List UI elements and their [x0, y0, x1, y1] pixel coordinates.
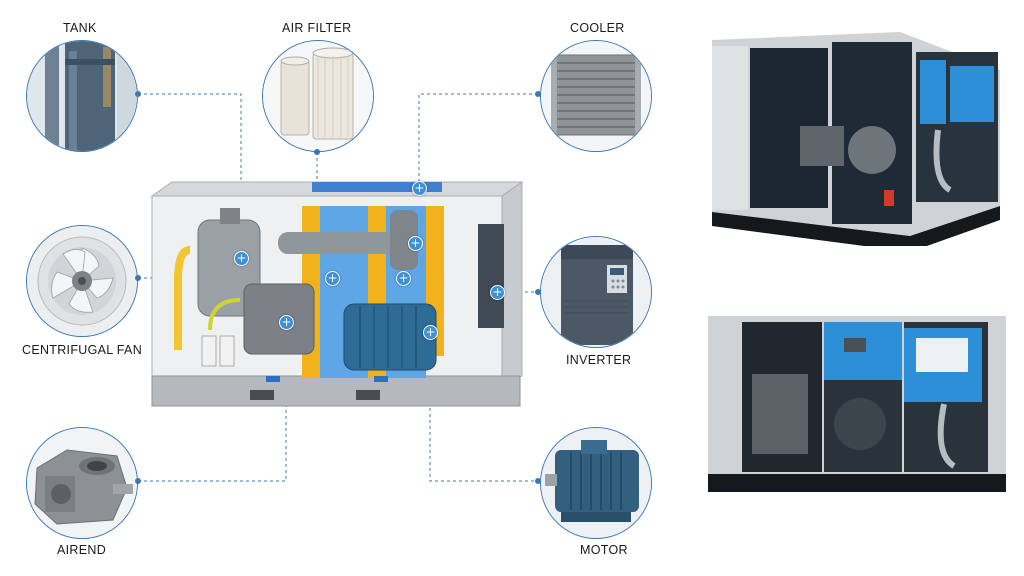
- motor-thumbnail[interactable]: [540, 427, 652, 539]
- airend-icon: [27, 428, 137, 538]
- fan-hotspot[interactable]: +: [325, 271, 340, 286]
- cooler-hotspot[interactable]: +: [412, 181, 427, 196]
- motor-icon: [541, 428, 651, 538]
- inverter-thumbnail[interactable]: [540, 236, 652, 348]
- cooler-icon: [541, 41, 651, 151]
- inverter-connector-dot: [535, 289, 541, 295]
- airend-hotspot[interactable]: +: [279, 315, 294, 330]
- cooler-thumbnail[interactable]: [540, 40, 652, 152]
- tank-icon: [27, 41, 137, 151]
- inverter-label: INVERTER: [566, 353, 632, 367]
- motor-connector-dot: [535, 478, 541, 484]
- motor-label: MOTOR: [580, 543, 628, 557]
- airend-thumbnail[interactable]: [26, 427, 138, 539]
- inverter-icon: [541, 237, 651, 347]
- motor-leader: [429, 332, 540, 482]
- air-filter-icon: [263, 41, 373, 151]
- tank-thumbnail[interactable]: [26, 40, 138, 152]
- centrifugal-fan-label: CENTRIFUGAL FAN: [22, 343, 143, 357]
- air-filter-label: AIR FILTER: [282, 21, 352, 35]
- fan-icon: [27, 226, 137, 336]
- tank-connector-dot: [135, 91, 141, 97]
- tank-label: TANK: [63, 21, 97, 35]
- fan-connector-dot: [135, 275, 141, 281]
- cooler-leader: [418, 93, 538, 188]
- airend-label: AIREND: [57, 543, 107, 557]
- cooler-connector-dot: [535, 91, 541, 97]
- inverter-hotspot[interactable]: +: [490, 285, 505, 300]
- air-filter-connector-dot: [314, 149, 320, 155]
- air-filter-thumbnail[interactable]: [262, 40, 374, 152]
- tank-hotspot[interactable]: +: [234, 251, 249, 266]
- cooler-label: COOLER: [570, 21, 625, 35]
- compressor-photo-front: [708, 314, 1006, 494]
- compressor-photo-open: [700, 30, 1006, 246]
- motor-hotspot[interactable]: +: [423, 325, 438, 340]
- pipe-hotspot[interactable]: +: [396, 271, 411, 286]
- separator-hotspot[interactable]: +: [408, 236, 423, 251]
- compressor-cutaway-illustration: [150, 180, 530, 410]
- airend-connector-dot: [135, 478, 141, 484]
- fan-thumbnail[interactable]: [26, 225, 138, 337]
